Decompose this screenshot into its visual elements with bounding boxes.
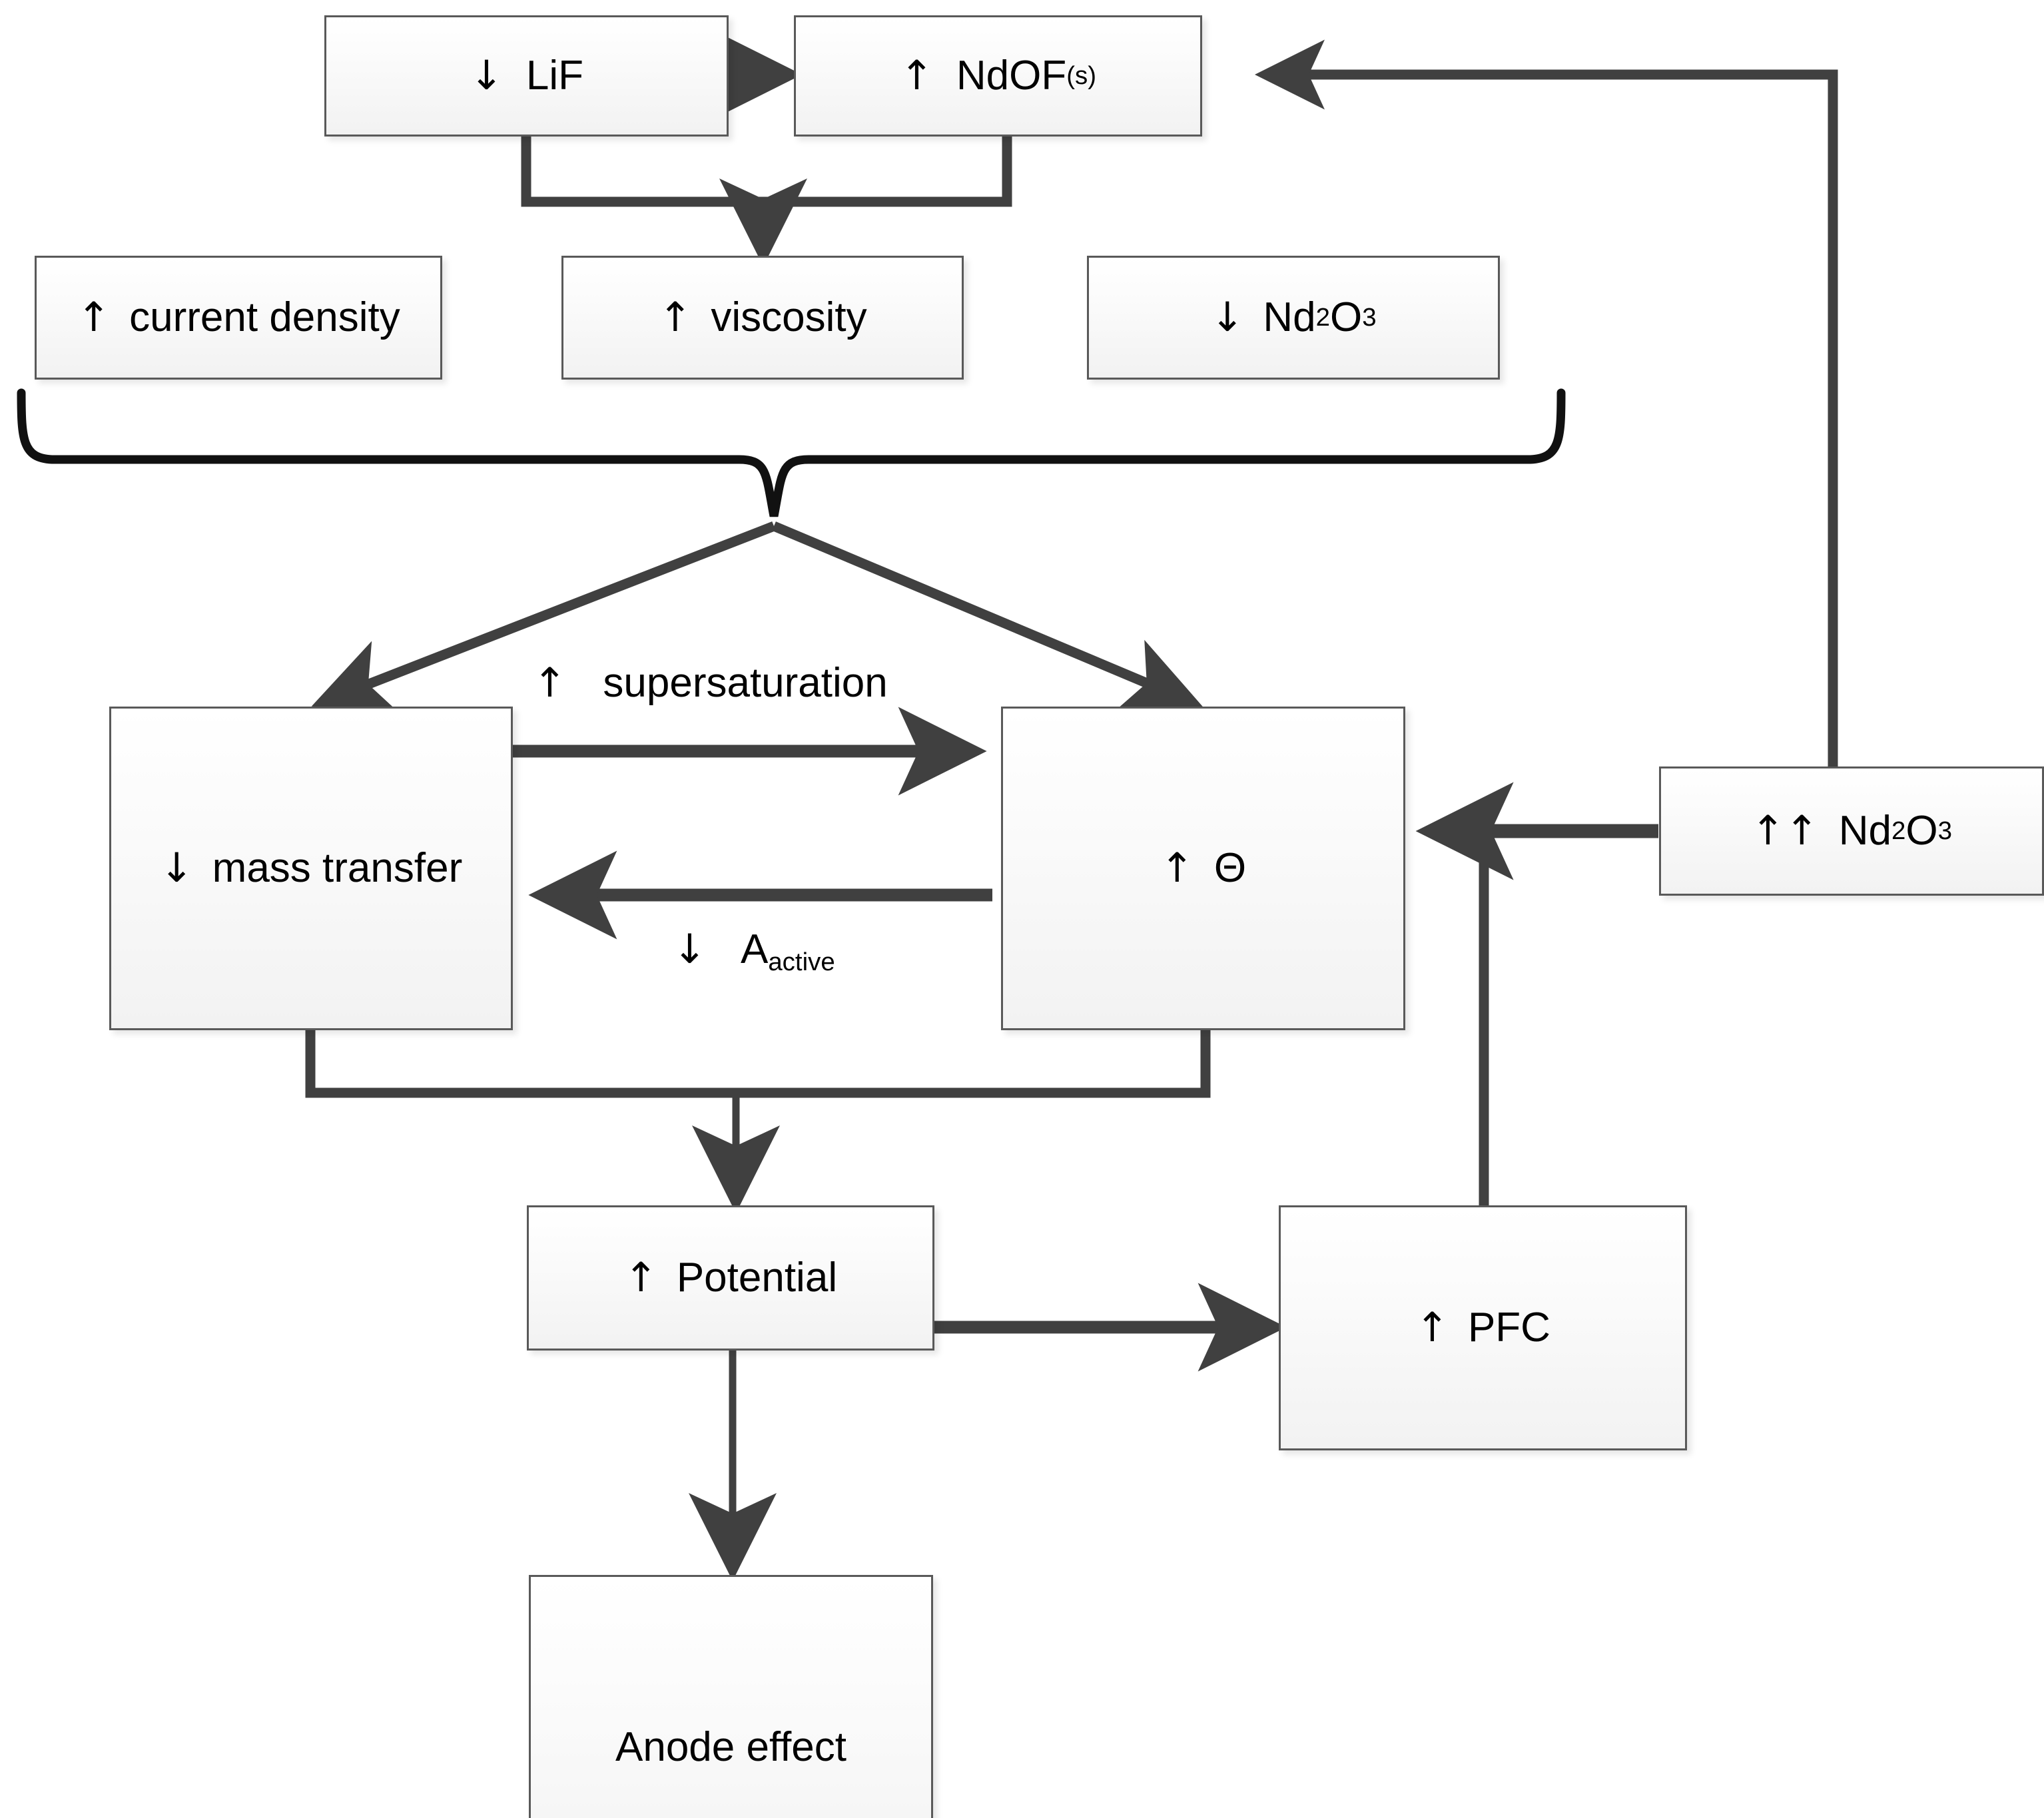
edge-lif-ndof-merge-to-viscosity: [521, 137, 1012, 266]
node-pfc[interactable]: ↑ PFC: [1279, 1205, 1687, 1450]
node-lif[interactable]: ↓ LiF: [324, 15, 729, 137]
ndof-label: NdOF: [956, 52, 1067, 99]
node-potential[interactable]: ↑ Potential: [527, 1205, 934, 1351]
nd2o3-high-label: Nd: [1838, 807, 1892, 854]
viscosity-label: viscosity: [711, 294, 867, 340]
theta-label: Θ: [1213, 844, 1247, 891]
edge-split-to-mass-transfer: [311, 521, 776, 714]
edge-label-a-active: ↓ Aactive: [673, 926, 835, 977]
edge-label-supersaturation: ↑ supersaturation: [533, 659, 888, 707]
ndof-subscript: (s): [1066, 61, 1097, 90]
current-density-label: current density: [129, 294, 400, 340]
edge-split-to-theta: [772, 521, 1203, 712]
ndof-trend-icon: ↑: [899, 52, 934, 99]
lif-trend-icon: ↓: [469, 52, 504, 99]
node-viscosity[interactable]: ↑ viscosity: [561, 256, 964, 380]
potential-trend-icon: ↑: [623, 1254, 658, 1301]
viscosity-trend-icon: ↑: [658, 294, 693, 341]
a-active-label: A: [740, 926, 769, 972]
nd2o3-high-trend-icon: ↑↑: [1750, 807, 1819, 854]
supersaturation-trend-icon: ↑: [533, 660, 567, 707]
mass-transfer-trend-icon: ↓: [159, 844, 194, 892]
supersaturation-label: supersaturation: [603, 660, 888, 706]
nd2o3-low-sub2: 3: [1362, 302, 1377, 332]
node-theta[interactable]: ↑ Θ: [1001, 707, 1405, 1030]
node-current-density[interactable]: ↑ current density: [35, 256, 442, 380]
node-anode-effect[interactable]: Anode effect: [529, 1575, 933, 1818]
a-active-trend-icon: ↓: [673, 926, 707, 973]
nd2o3-high-mid: O: [1905, 807, 1938, 854]
curly-brace-merge: [17, 388, 1566, 517]
lif-label: LiF: [525, 52, 584, 99]
a-active-subscript: active: [768, 947, 835, 976]
nd2o3-high-sub1: 2: [1891, 816, 1906, 845]
nd2o3-low-label: Nd: [1263, 294, 1316, 340]
current-density-trend-icon: ↑: [77, 294, 111, 341]
pfc-label: PFC: [1467, 1304, 1550, 1351]
pfc-trend-icon: ↑: [1415, 1304, 1449, 1351]
edge-mass-theta-merge-to-potential: [305, 1030, 1211, 1213]
nd2o3-low-trend-icon: ↓: [1210, 294, 1245, 341]
edge-nd2o3high-to-ndof: [1254, 39, 1838, 789]
anode-effect-label: Anode effect: [615, 1724, 847, 1771]
node-ndof[interactable]: ↑ NdOF(s): [794, 15, 1202, 137]
theta-trend-icon: ↑: [1160, 844, 1194, 892]
nd2o3-low-sub1: 2: [1315, 302, 1330, 332]
mass-transfer-label: mass transfer: [212, 844, 463, 891]
node-mass-transfer[interactable]: ↓ mass transfer: [109, 707, 513, 1030]
potential-label: Potential: [676, 1254, 838, 1301]
nd2o3-high-sub2: 3: [1937, 816, 1953, 845]
nd2o3-low-mid: O: [1329, 294, 1363, 340]
